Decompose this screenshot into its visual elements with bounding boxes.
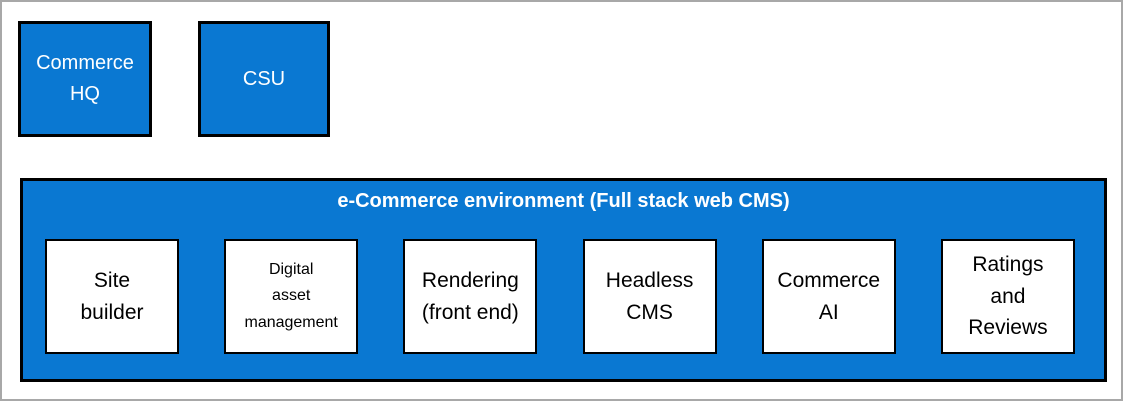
component-label: Digital asset management xyxy=(244,260,338,331)
component-box-site-builder: Site builder xyxy=(45,239,179,354)
ecommerce-environment-container: e-Commerce environment (Full stack web C… xyxy=(20,178,1107,382)
component-box-ratings-and-reviews: Ratings and Reviews xyxy=(940,239,1075,354)
component-label: Commerce AI xyxy=(777,269,881,324)
csu-box: CSU xyxy=(198,21,330,137)
component-label: Ratings and Reviews xyxy=(968,253,1048,340)
component-box-headless-cms: Headless CMS xyxy=(582,239,717,354)
component-label: Headless CMS xyxy=(605,269,694,324)
commerce-hq-box: Commerce HQ xyxy=(18,21,152,137)
component-label: Site builder xyxy=(80,269,144,324)
component-label: Rendering (front end) xyxy=(421,269,519,324)
component-box-rendering-front-end: Rendering (front end) xyxy=(403,239,538,354)
environment-title: e-Commerce environment (Full stack web C… xyxy=(337,190,790,212)
commerce-hq-label: Commerce HQ xyxy=(36,52,134,105)
csu-label: CSU xyxy=(242,67,286,90)
environment-components-row: Site builder Digital asset management Re… xyxy=(23,239,1104,354)
component-box-commerce-ai: Commerce AI xyxy=(761,239,896,354)
component-box-digital-asset-management: Digital asset management xyxy=(224,239,359,354)
